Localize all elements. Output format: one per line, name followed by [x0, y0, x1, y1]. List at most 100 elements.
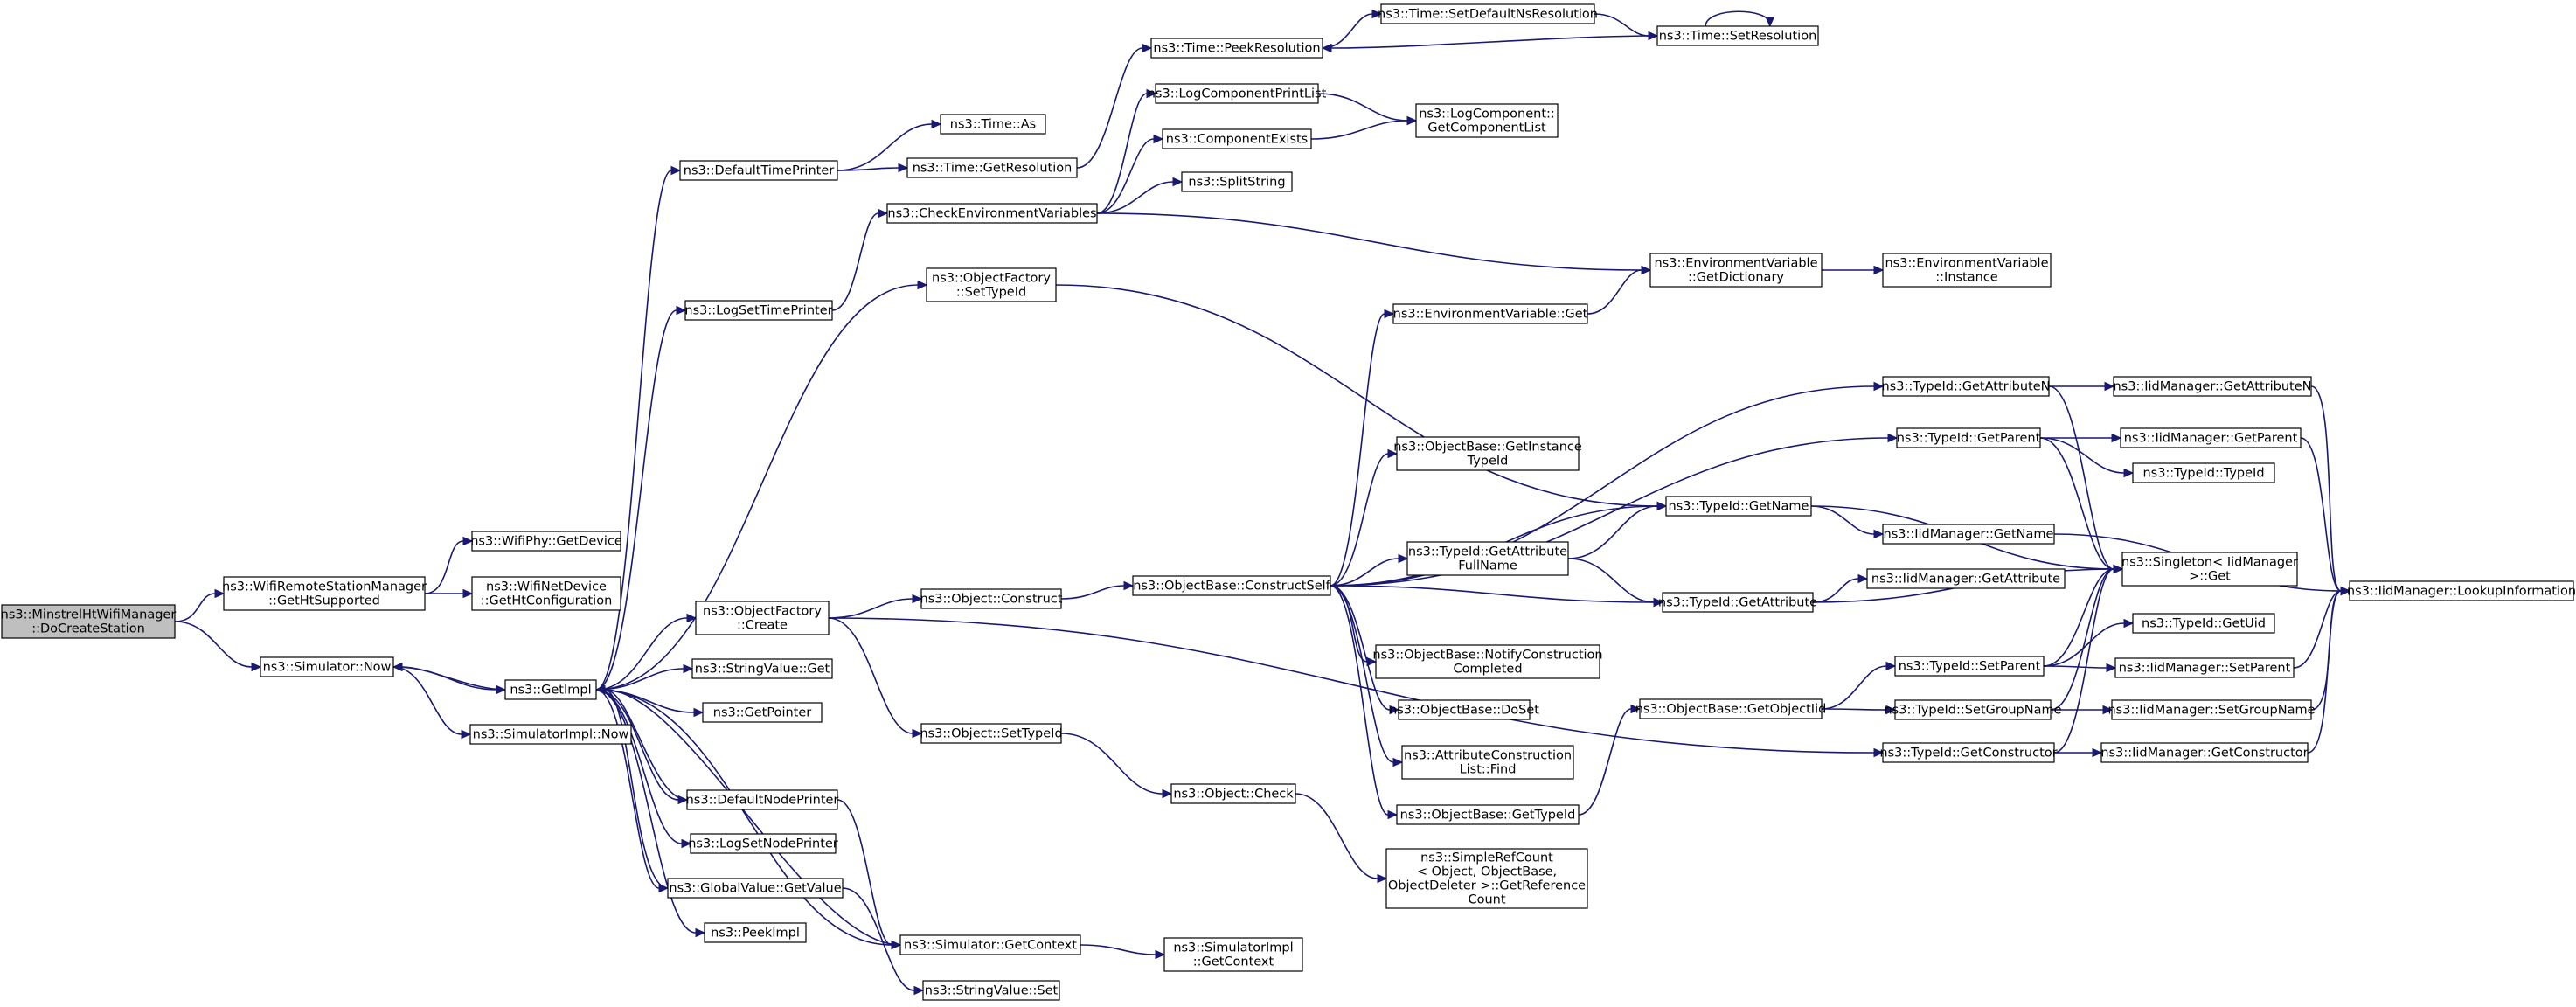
function-node[interactable]: ns3::CheckEnvironmentVariables — [886, 203, 1098, 224]
function-node[interactable]: ns3::Object::Check — [1170, 783, 1296, 804]
function-node-box — [920, 588, 1062, 609]
call-edge-arrowhead — [1873, 265, 1885, 275]
call-edge-arrowhead — [931, 119, 942, 129]
call-edge-arrowhead — [1857, 573, 1869, 584]
function-node[interactable]: ns3::EnvironmentVariable::GetDictionary — [1649, 253, 1823, 288]
function-node[interactable]: ns3::DefaultTimePrinter — [679, 160, 838, 181]
function-node-label: ns3::ObjectFactory — [932, 272, 1051, 286]
function-node[interactable]: ns3::TypeId::GetConstructor — [1879, 742, 2058, 763]
call-edge-arrowhead — [214, 588, 226, 599]
function-node-box — [1866, 568, 2066, 589]
function-node[interactable]: ns3::SimpleRefCount< Object, ObjectBase,… — [1385, 848, 1588, 909]
function-node-label: ns3::GetPointer — [713, 706, 812, 720]
function-node-label: ns3::WifiPhy::GetDevice — [470, 535, 622, 549]
function-node-box — [2132, 462, 2275, 483]
call-edge-arrowhead — [461, 729, 472, 740]
function-node[interactable]: ns3::EnvironmentVariable::Instance — [1882, 253, 2052, 288]
function-node[interactable]: ns3::IidManager::GetParent — [2120, 427, 2302, 448]
function-node[interactable]: ns3::StringValue::Get — [691, 658, 833, 679]
function-node-box — [1896, 427, 2041, 448]
function-node-box — [886, 203, 1098, 224]
call-edge — [828, 598, 913, 619]
function-node[interactable]: ns3::ObjectBase::DoSet — [1389, 699, 1539, 720]
function-node[interactable]: ns3::SplitString — [1181, 171, 1293, 192]
function-node[interactable]: ns3::LogComponentPrintList — [1148, 83, 1327, 104]
function-node-label: ns3::GlobalValue::GetValue — [669, 882, 841, 896]
function-node[interactable]: ns3::ObjectBase::GetObjectIid — [1635, 698, 1827, 719]
function-node-box — [691, 658, 833, 679]
call-edge — [604, 689, 688, 801]
function-node[interactable]: ns3::ObjectBase::GetTypeId — [1396, 804, 1580, 825]
function-node[interactable]: ns3::Simulator::Now — [260, 656, 394, 677]
function-node-box — [667, 878, 844, 899]
function-node[interactable]: ns3::IidManager::SetGroupName — [2107, 699, 2316, 720]
function-node-label: ns3::SimpleRefCount — [1420, 851, 1553, 865]
function-node[interactable]: ns3::WifiPhy::GetDevice — [470, 531, 622, 552]
function-node[interactable]: ns3::Time::PeekResolution — [1150, 38, 1323, 59]
function-node[interactable]: ns3::Time::SetDefaultNsResolution — [1378, 3, 1598, 24]
function-node[interactable]: ns3::IidManager::GetAttributeN — [2113, 376, 2312, 397]
function-node-box — [1406, 541, 1569, 576]
function-node[interactable]: ns3::MinstrelHtWifiManager::DoCreateStat… — [1, 604, 177, 639]
call-edge-arrowhead — [462, 588, 474, 599]
function-node[interactable]: ns3::DefaultNodePrinter — [686, 789, 839, 810]
function-node[interactable]: ns3::Time::As — [940, 114, 1046, 135]
function-node[interactable]: ns3::LogComponent::GetComponentList — [1415, 103, 1559, 138]
function-node[interactable]: ns3::LogSetTimePrinter — [684, 300, 833, 321]
function-node[interactable]: ns3::IidManager::GetName — [1882, 524, 2055, 545]
function-node[interactable]: ns3::IidManager::GetAttribute — [1866, 568, 2066, 589]
function-node[interactable]: ns3::ComponentExists — [1162, 128, 1312, 149]
function-node-label: ns3::Time::As — [950, 118, 1036, 132]
function-node[interactable]: ns3::TypeId::SetParent — [1894, 656, 2045, 677]
function-node[interactable]: ns3::ObjectBase::ConstructSelf — [1132, 575, 1331, 596]
function-node[interactable]: ns3::ObjectFactory::Create — [695, 601, 830, 635]
call-edge-arrowhead — [1641, 265, 1652, 275]
function-node[interactable]: ns3::Time::SetResolution — [1656, 25, 1819, 46]
function-node[interactable]: ns3::Singleton< IidManager >::Get — [2121, 552, 2298, 587]
function-node-box — [2120, 427, 2302, 448]
call-edge — [2043, 622, 2125, 667]
call-edge-arrowhead — [1389, 705, 1400, 715]
function-node[interactable]: ns3::TypeId::TypeId — [2132, 462, 2275, 483]
function-node-label: ns3::TypeId::GetParent — [1897, 432, 2041, 446]
function-node[interactable]: ns3::TypeId::SetGroupName — [1884, 699, 2062, 720]
call-edge — [1076, 47, 1143, 169]
function-node[interactable]: ns3::WifiNetDevice::GetHtConfiguration — [471, 576, 621, 611]
function-node[interactable]: ns3::PeekImpl — [704, 922, 807, 943]
function-node-box — [1882, 376, 2050, 397]
function-node[interactable]: ns3::IidManager::GetConstructor — [2100, 742, 2309, 763]
function-node[interactable]: ns3::SimulatorImpl::Now — [469, 724, 632, 745]
function-node[interactable]: ns3::Time::GetResolution — [906, 157, 1078, 178]
function-node[interactable]: ns3::Object::SetTypeId — [920, 723, 1063, 744]
function-node[interactable]: ns3::SimulatorImpl::GetContext — [1163, 937, 1303, 972]
function-node-label: ::Create — [737, 619, 788, 633]
function-node[interactable]: ns3::TypeId::GetAttributeN — [1881, 376, 2051, 397]
function-node-box — [1662, 592, 1814, 613]
function-node[interactable]: ns3::TypeId::GetUid — [2132, 613, 2275, 634]
function-node[interactable]: ns3::LogSetNodePrinter — [688, 833, 838, 854]
function-node-box — [1639, 698, 1823, 719]
function-node[interactable]: ns3::GetPointer — [702, 702, 823, 723]
function-node[interactable]: ns3::ObjectBase::NotifyConstructionCompl… — [1372, 644, 1603, 679]
function-node[interactable]: ns3::StringValue::Set — [922, 980, 1060, 1001]
function-node-box — [2113, 376, 2312, 397]
call-edge — [1060, 733, 1163, 795]
function-node[interactable]: ns3::Simulator::GetContext — [899, 934, 1081, 955]
call-edge-arrowhead — [1392, 757, 1404, 767]
function-node[interactable]: ns3::GetImpl — [504, 679, 597, 700]
function-node[interactable]: ns3::TypeId::GetName — [1665, 496, 1812, 517]
function-node[interactable]: ns3::WifiRemoteStationManager::GetHtSupp… — [222, 576, 427, 611]
function-node-box — [926, 267, 1057, 302]
function-node[interactable]: ns3::IidManager::SetParent — [2114, 657, 2295, 678]
function-node[interactable]: ns3::Object::Construct — [920, 588, 1063, 609]
function-node-label: ns3::ComponentExists — [1166, 133, 1309, 147]
function-node[interactable]: ns3::EnvironmentVariable::Get — [1392, 303, 1588, 324]
function-node[interactable]: ns3::IidManager::LookupInformation — [2347, 580, 2576, 601]
function-node[interactable]: ns3::TypeId::GetParent — [1896, 427, 2041, 448]
function-node[interactable]: ns3::GlobalValue::GetValue — [667, 878, 844, 899]
function-node[interactable]: ns3::ObjectFactory::SetTypeId — [926, 267, 1057, 302]
function-node[interactable]: ns3::TypeId::GetAttribute — [1658, 592, 1817, 613]
